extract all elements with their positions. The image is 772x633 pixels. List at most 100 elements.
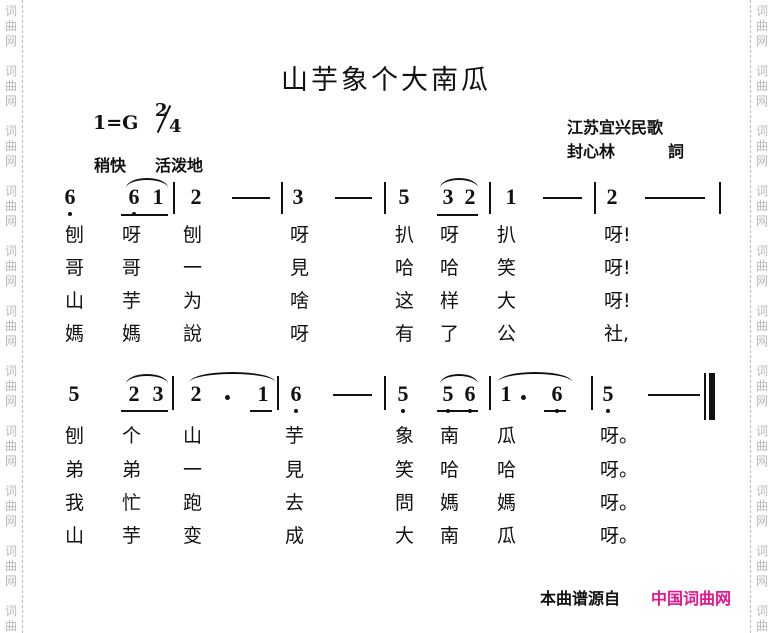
lyric-syllable: 呀 [290, 323, 310, 345]
lyric-syllable: 扒 [395, 224, 415, 246]
lyric-syllable: 媽 [440, 492, 460, 514]
barline [173, 182, 175, 214]
slur [126, 374, 168, 384]
sustain-dash [333, 394, 372, 396]
note: 3 [152, 381, 164, 406]
source-site-link[interactable]: 中国词曲网 [651, 589, 732, 608]
lyric-syllable: 見 [285, 459, 305, 481]
note: 2 [190, 184, 202, 209]
note: 2 [190, 381, 202, 406]
barline [281, 182, 283, 214]
watermark-char: 词 [4, 424, 17, 438]
barline [591, 376, 593, 410]
watermark-char: 曲 [4, 139, 17, 153]
note: 1 [500, 381, 512, 406]
lyric-syllable: 社, [604, 323, 630, 345]
note-low-octave: 6 [549, 383, 565, 413]
watermark-char: 曲 [755, 499, 768, 513]
sustain-dash [543, 197, 582, 199]
lyric-syllable: 呀。 [600, 459, 639, 481]
source-label: 本曲谱源自 [540, 589, 621, 608]
lyric-syllable: 象 [395, 425, 415, 447]
watermark-char: 曲 [4, 499, 17, 513]
watermark-char: 网 [755, 94, 768, 108]
watermark-char: 曲 [755, 199, 768, 213]
watermark-char: 曲 [4, 379, 17, 393]
note: 5 [398, 184, 410, 209]
note-low-octave: 6 [126, 186, 142, 216]
watermark-char: 词 [4, 364, 17, 378]
watermark-char: 网 [755, 454, 768, 468]
lyric-syllable: 一 [183, 257, 203, 279]
lyric-syllable: 呀 [440, 224, 460, 246]
augmentation-dot [225, 395, 230, 400]
lyric-syllable: 样 [440, 290, 460, 312]
lyric-syllable: 呀! [604, 257, 631, 279]
lyric-syllable: 媽 [65, 323, 85, 345]
lyric-syllable: 呀。 [600, 492, 639, 514]
watermark-char: 网 [755, 34, 768, 48]
lyric-syllable: 一 [183, 459, 203, 481]
watermark-char: 曲 [755, 79, 768, 93]
lyric-syllable: 瓜 [497, 525, 517, 547]
note: 5 [68, 381, 80, 406]
watermark-char: 网 [4, 514, 17, 528]
barline [489, 376, 491, 410]
lyric-syllable: 哥 [65, 257, 85, 279]
time-sig-denominator: 4 [169, 116, 182, 137]
lyric-syllable: 瓜 [497, 425, 517, 447]
eighth-note-beam [437, 410, 478, 412]
watermark-char: 词 [4, 244, 17, 258]
lyric-syllable: 呀。 [600, 425, 639, 447]
watermark-char: 曲 [4, 19, 17, 33]
lyric-syllable: 山 [183, 425, 203, 447]
eighth-note-beam [437, 214, 478, 216]
watermark-char: 曲 [755, 259, 768, 273]
watermark-char: 词 [755, 184, 768, 198]
watermark-char: 曲 [4, 439, 17, 453]
lyric-syllable: 去 [285, 492, 305, 514]
watermark-char: 曲 [755, 559, 768, 573]
sustain-dash [648, 394, 700, 396]
lyric-syllable: 刨 [65, 425, 85, 447]
lyric-syllable: 南 [440, 525, 460, 547]
note-low-octave: 6 [62, 186, 78, 216]
watermark-char: 网 [4, 94, 17, 108]
lyric-syllable: 个 [122, 425, 142, 447]
tempo-marking-2: 活泼地 [155, 156, 204, 175]
watermark-char: 词 [755, 244, 768, 258]
key-signature: 1=G [93, 112, 139, 134]
lyric-syllable: 山 [65, 525, 85, 547]
watermark-char: 曲 [4, 619, 17, 633]
lyric-syllable: 呀 [122, 224, 142, 246]
watermark-char: 词 [755, 544, 768, 558]
watermark-char: 网 [755, 334, 768, 348]
watermark-char: 曲 [755, 379, 768, 393]
lyric-syllable: 跑 [183, 492, 203, 514]
augmentation-dot [521, 395, 526, 400]
barline [277, 376, 279, 410]
lyric-syllable: 呀! [604, 290, 631, 312]
note: 3 [442, 184, 454, 209]
lyric-syllable: 芋 [122, 525, 142, 547]
lyric-syllable: 哈 [395, 257, 415, 279]
watermark-char: 网 [755, 394, 768, 408]
barline [172, 376, 174, 410]
lyric-syllable: 我 [65, 492, 85, 514]
barline [719, 182, 721, 214]
note-low-octave: 5 [600, 383, 616, 413]
lyric-syllable: 这 [395, 290, 415, 312]
note-low-octave: 5 [440, 383, 456, 413]
lyric-syllable: 啥 [290, 290, 310, 312]
sustain-dash [335, 197, 372, 199]
watermark-char: 网 [755, 214, 768, 228]
lyric-syllable: 为 [183, 290, 203, 312]
lyric-syllable: 南 [440, 425, 460, 447]
watermark-char: 词 [755, 64, 768, 78]
watermark-char: 词 [4, 64, 17, 78]
slur [190, 372, 275, 382]
lyric-syllable: 有 [395, 323, 415, 345]
lyric-syllable: 芋 [285, 425, 305, 447]
note: 2 [464, 184, 476, 209]
lyric-syllable: 了 [440, 323, 460, 345]
